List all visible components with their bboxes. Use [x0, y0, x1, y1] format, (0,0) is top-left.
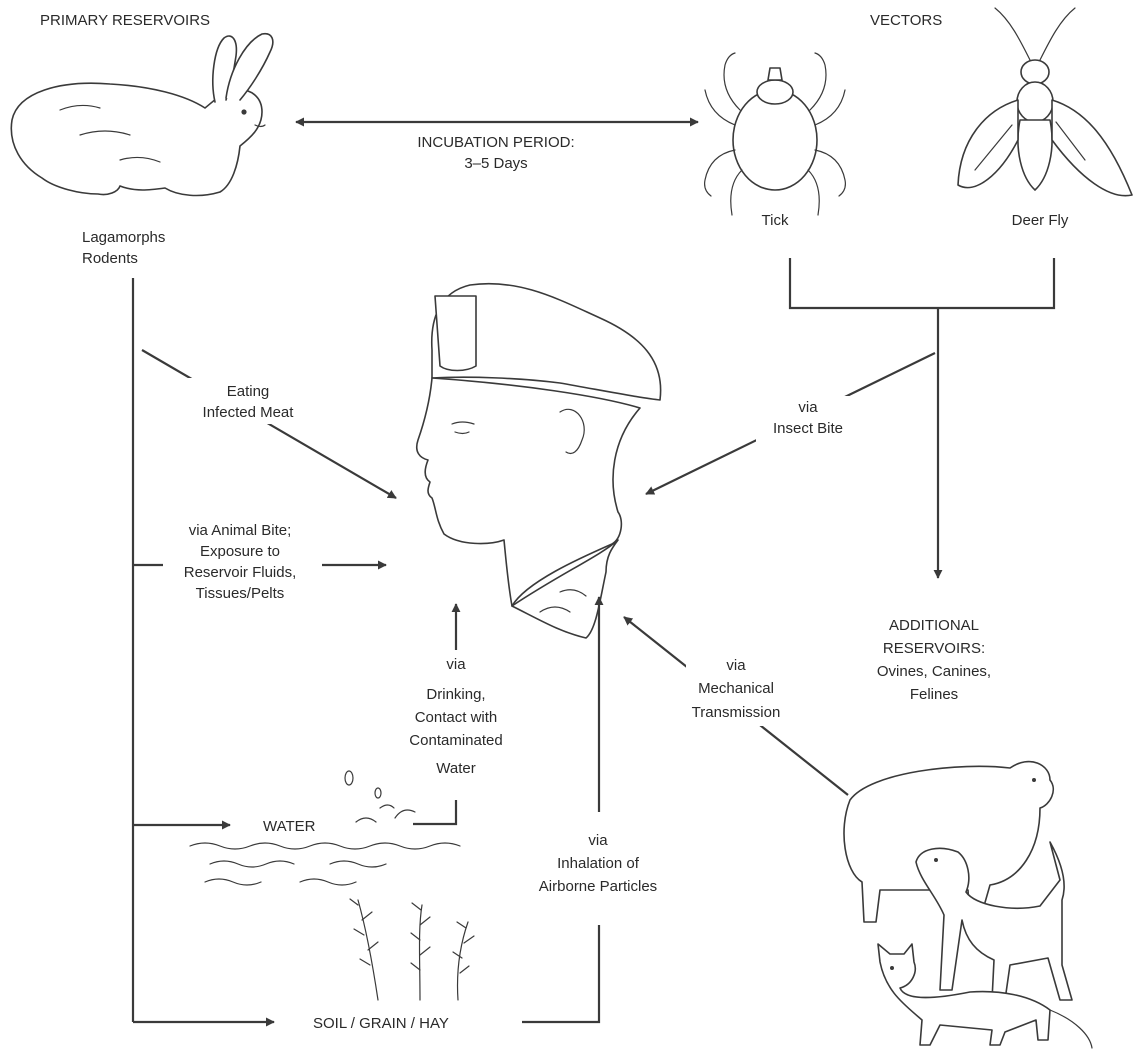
drinking-label: Water — [436, 760, 475, 777]
drinking-label: Drinking, — [426, 686, 485, 703]
soldier-head-icon — [417, 284, 661, 638]
eating-route-label: Eating — [227, 383, 270, 400]
drinking-label: Contaminated — [409, 732, 502, 749]
inhalation-label: Inhalation of — [557, 855, 640, 872]
vector-merge-line — [790, 258, 1054, 308]
deer-fly-label: Deer Fly — [1012, 212, 1069, 229]
inhalation-label: Airborne Particles — [539, 878, 657, 895]
tick-icon — [705, 53, 846, 215]
drinking-label: via — [446, 656, 466, 673]
tick-label: Tick — [762, 212, 789, 229]
insect-bite-label: Insect Bite — [773, 420, 843, 437]
animal-bite-label: Reservoir Fluids, — [184, 564, 297, 581]
mechanical-label: via — [726, 657, 746, 674]
incubation-days: 3–5 Days — [464, 155, 527, 172]
water-icon — [190, 771, 460, 885]
mechanical-label: Transmission — [692, 704, 781, 721]
grain-icon — [350, 899, 474, 1000]
animal-bite-label: Tissues/Pelts — [196, 585, 285, 602]
primary-reservoirs-heading: PRIMARY RESERVOIRS — [40, 12, 210, 29]
water-label: WATER — [263, 818, 316, 835]
reservoir-animal-label: Lagamorphs — [82, 229, 165, 246]
soil-label: SOIL / GRAIN / HAY — [313, 1015, 449, 1032]
eating-route-label: Infected Meat — [203, 404, 295, 421]
vectors-heading: VECTORS — [870, 12, 942, 29]
additional-reservoirs-label: ADDITIONAL — [889, 617, 979, 634]
deer-fly-icon — [958, 8, 1132, 196]
animal-bite-label: via Animal Bite; — [189, 522, 292, 539]
drinking-label: Contact with — [415, 709, 498, 726]
reservoir-animal-label: Rodents — [82, 250, 138, 267]
additional-reservoirs-label: RESERVOIRS: — [883, 640, 985, 657]
additional-reservoirs-label: Ovines, Canines, — [877, 663, 991, 680]
soil-inhalation-line — [522, 925, 599, 1022]
additional-reservoirs-label: Felines — [910, 686, 958, 703]
water-drinking-line — [413, 800, 456, 824]
insect-bite-label: via — [798, 399, 818, 416]
inhalation-label: via — [588, 832, 608, 849]
incubation-title: INCUBATION PERIOD: — [417, 134, 574, 151]
animal-bite-label: Exposure to — [200, 543, 280, 560]
mechanical-label: Mechanical — [698, 680, 774, 697]
rabbit-icon — [11, 34, 273, 196]
